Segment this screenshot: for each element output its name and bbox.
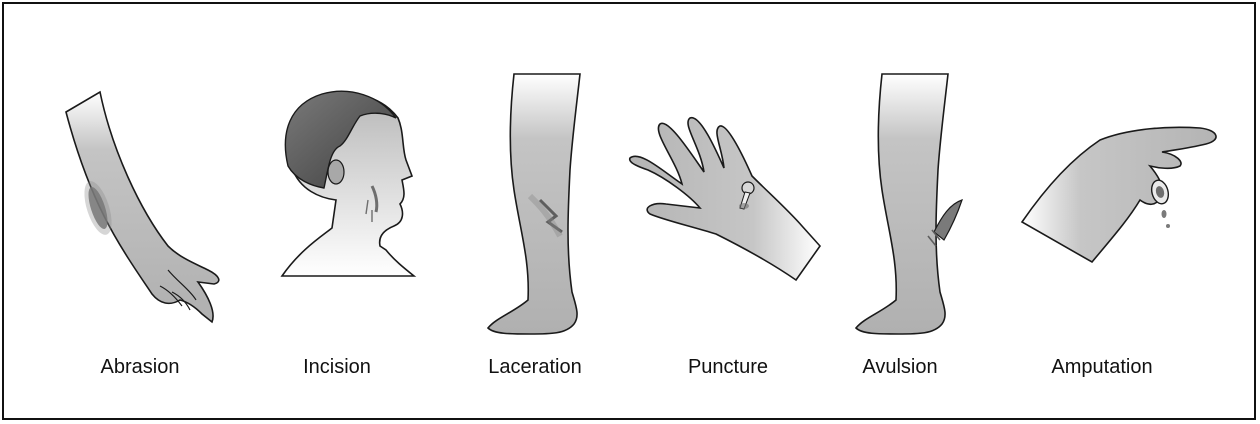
puncture-hand-illustration [630,118,820,280]
label-laceration: Laceration [488,356,581,379]
amputation-hand-illustration [1022,127,1216,262]
incision-head-illustration [282,91,414,276]
label-abrasion: Abrasion [101,356,180,379]
abrasion-arm-illustration [66,92,219,322]
avulsion-leg-illustration [856,74,962,334]
laceration-leg-illustration [488,74,580,334]
label-puncture: Puncture [688,356,768,379]
label-amputation: Amputation [1051,356,1152,379]
label-incision: Incision [303,356,371,379]
label-avulsion: Avulsion [862,356,937,379]
